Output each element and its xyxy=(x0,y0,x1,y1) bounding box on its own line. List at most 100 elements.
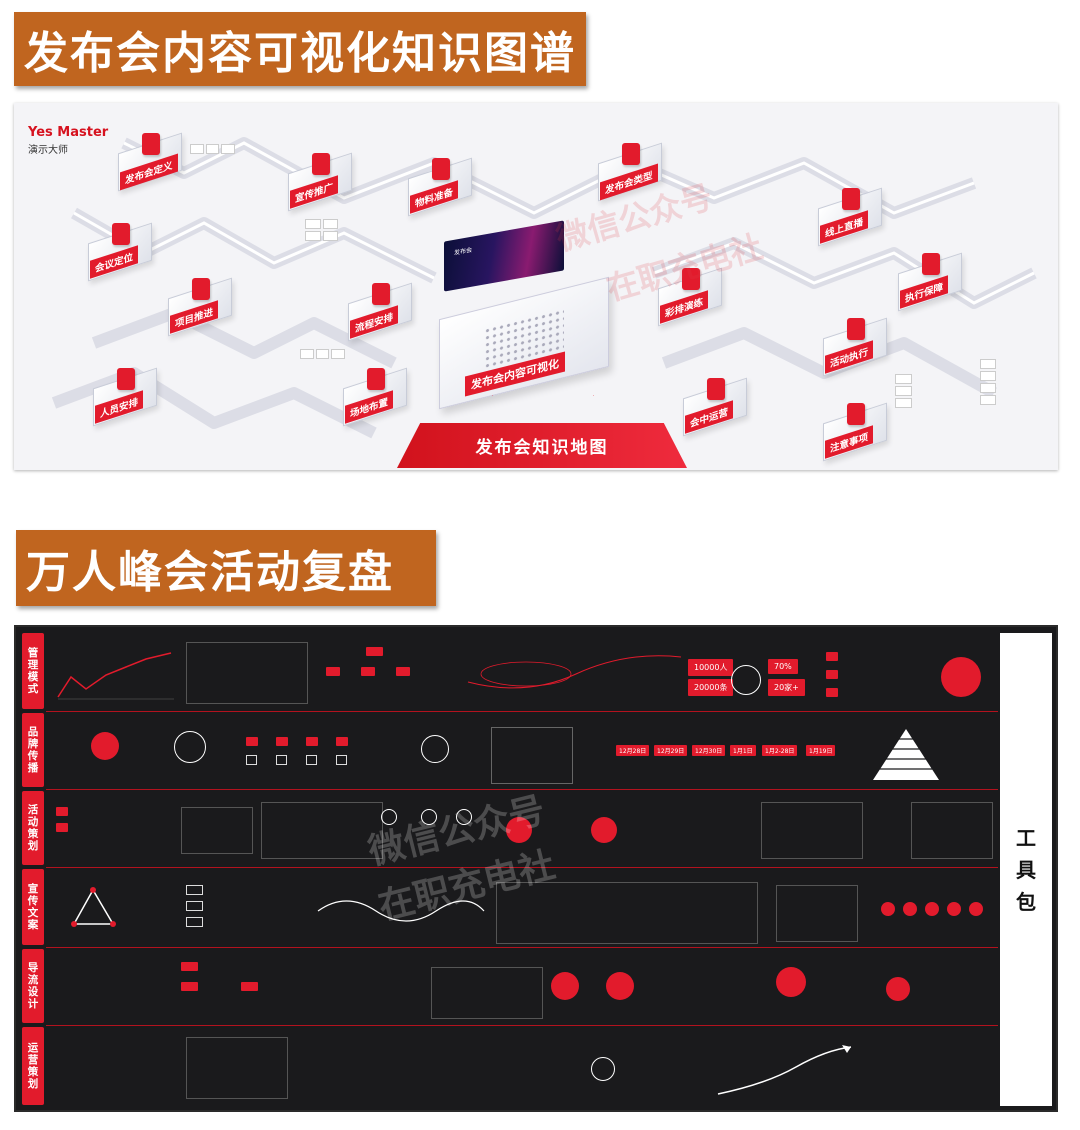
section-title: 万人峰会活动复盘 xyxy=(26,547,394,598)
info-table xyxy=(186,642,308,704)
timeline-date: 12月28日 xyxy=(616,745,650,756)
flow-node xyxy=(506,817,532,843)
row-label-copywriting: 宣传文案 xyxy=(22,869,44,945)
timeline-curve xyxy=(467,655,682,689)
step-circle xyxy=(456,809,472,825)
list-table xyxy=(491,727,573,784)
timeline-date: 12月30日 xyxy=(692,745,726,756)
pentagon-diagram xyxy=(941,657,981,697)
flow-node xyxy=(591,817,617,843)
row-label-operations: 运营策划 xyxy=(22,1027,44,1105)
cycle-node xyxy=(551,972,579,1000)
annotation xyxy=(894,373,913,409)
row-label-traffic: 导流设计 xyxy=(22,949,44,1023)
node-7: 流程安排 xyxy=(344,282,418,342)
step-circle xyxy=(381,809,397,825)
node-5: 场地布置 xyxy=(339,367,413,427)
annotation xyxy=(299,348,346,360)
row-divider xyxy=(46,1025,998,1026)
ops-tree xyxy=(56,1037,176,1097)
annotation xyxy=(189,143,236,155)
section-title-banner: 万人峰会活动复盘 xyxy=(16,530,436,606)
persona-ring xyxy=(421,735,449,763)
stat-partners: 20家+ xyxy=(768,679,805,696)
form-table xyxy=(181,807,253,854)
channel-ring xyxy=(174,731,206,763)
node-10: 彩排演练 xyxy=(654,267,728,327)
node-6: 宣传推广 xyxy=(284,152,358,212)
timeline-date: 1月1日 xyxy=(730,745,756,756)
row-divider xyxy=(46,867,998,868)
row-divider xyxy=(46,711,998,712)
map-title-bar: 发布会知识地图 xyxy=(397,423,687,468)
step-circle xyxy=(421,809,437,825)
stat-messages: 20000条 xyxy=(688,679,734,696)
toolkit-char: 具 xyxy=(1016,857,1036,882)
timeline-date: 12月29日 xyxy=(654,745,688,756)
row-divider xyxy=(46,947,998,948)
staff-table xyxy=(911,802,993,859)
stat-rate: 70% xyxy=(768,659,798,674)
org-chart xyxy=(326,647,456,702)
node-4: 人员安排 xyxy=(89,367,163,427)
section-title: 发布会内容可视化知识图谱 xyxy=(24,28,576,79)
node-15: 注意事项 xyxy=(819,402,893,462)
row-divider xyxy=(46,789,998,790)
yes-master-logo: Yes Master 演示大师 xyxy=(28,121,108,156)
node-11: 会中运营 xyxy=(679,377,753,437)
growth-arrow xyxy=(717,1045,852,1095)
ops-table xyxy=(186,1037,288,1099)
row-label-management: 管理模式 xyxy=(22,633,44,709)
toolkit-char: 工 xyxy=(1016,825,1036,850)
node-9: 发布会类型 xyxy=(594,142,668,202)
hub-node xyxy=(776,967,806,997)
ops-ring xyxy=(591,1057,615,1081)
entry-list xyxy=(181,962,301,1017)
map-title: 发布会知识地图 xyxy=(475,438,609,458)
node-2: 会议定位 xyxy=(84,222,158,282)
traffic-tree xyxy=(56,965,176,1020)
node-3: 项目推进 xyxy=(164,277,238,337)
growth-line-chart xyxy=(57,652,174,700)
center-platform: 发布会内容可视化 xyxy=(429,276,619,410)
copy-list xyxy=(186,885,286,935)
mode-grid xyxy=(56,807,176,847)
node-13: 执行保障 xyxy=(894,252,968,312)
stat-ring xyxy=(731,665,761,695)
node-8: 物料准备 xyxy=(404,157,478,217)
schedule-table xyxy=(261,802,383,859)
logo-cn: 演示大师 xyxy=(28,145,68,156)
timeline-date: 1月19日 xyxy=(806,745,836,756)
node-12: 线上直播 xyxy=(814,187,888,247)
source-table xyxy=(431,967,543,1019)
timeline-date: 1月2-28日 xyxy=(762,745,798,756)
triangle-diagram xyxy=(71,887,116,927)
timeline-row: 12月28日 12月29日 12月30日 1月1日 1月2-28日 1月19日 xyxy=(616,745,846,761)
list-block xyxy=(826,652,916,702)
screen-text: 发布会 xyxy=(454,246,473,257)
circle-steps xyxy=(881,902,991,918)
toolkit-panel: 管理模式 品牌传播 活动策划 宣传文案 导流设计 运营策划 工 具 包 xyxy=(14,625,1058,1112)
logo-en: Yes Master xyxy=(28,125,109,140)
toolkit-char: 包 xyxy=(1016,889,1036,914)
media-flow xyxy=(246,737,386,777)
hub-node xyxy=(886,977,910,1001)
row-label-brand: 品牌传播 xyxy=(22,713,44,787)
row-label-planning: 活动策划 xyxy=(22,791,44,865)
toolkit-column: 工 具 包 xyxy=(1000,633,1052,1106)
channel-table xyxy=(776,885,858,942)
pyramid-diagram xyxy=(871,729,941,780)
ops-list xyxy=(306,1037,406,1097)
stat-participants: 10000人 xyxy=(688,659,734,676)
annotation xyxy=(304,218,339,242)
node-1: 发布会定义 xyxy=(114,132,188,192)
annotation xyxy=(979,358,997,406)
node-14: 活动执行 xyxy=(819,317,893,377)
section-title-banner: 发布会内容可视化知识图谱 xyxy=(14,12,586,86)
ops-grid xyxy=(886,1042,976,1097)
wave-flow xyxy=(317,900,485,922)
copy-table xyxy=(496,882,758,944)
knowledge-map-panel: Yes Master 演示大师 发布会定义 会议定位 项目推进 人员安排 场地布… xyxy=(14,103,1058,470)
ops-flow xyxy=(436,1042,566,1097)
budget-table xyxy=(761,802,863,859)
